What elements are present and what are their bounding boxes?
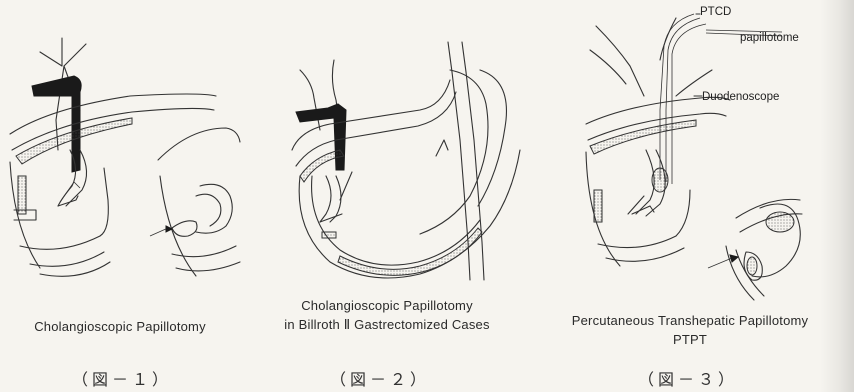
figure-1-caption: Cholangioscopic Papillotomy	[0, 318, 240, 337]
figure-3-caption-line-1: Percutaneous Transhepatic Papillotomy	[532, 312, 848, 331]
label-papillotome: papillotome	[740, 32, 799, 44]
figure-1-drawing	[10, 38, 240, 276]
figure-1-number: （図－１）	[62, 366, 182, 390]
figure-2-drawing	[292, 42, 520, 280]
figure-2-caption: Cholangioscopic Papillotomy in Billroth …	[242, 297, 532, 335]
figure-3-number: （図－３）	[628, 366, 748, 390]
figure-2-caption-line-1: Cholangioscopic Papillotomy	[242, 297, 532, 316]
page-edge-shadow	[820, 0, 854, 392]
figure-2-caption-line-2: in Billroth Ⅱ Gastrectomized Cases	[242, 316, 532, 335]
label-duodenoscope: Duodenoscope	[702, 91, 779, 103]
label-ptcd: PTCD	[700, 6, 731, 18]
figure-2-number: （図－２）	[320, 366, 440, 390]
figure-3-drawing	[586, 14, 802, 300]
figure-3-caption-line-2: PTPT	[532, 331, 848, 350]
figure-1-caption-line-1: Cholangioscopic Papillotomy	[0, 318, 240, 337]
figure-3-caption: Percutaneous Transhepatic Papillotomy PT…	[532, 312, 848, 350]
